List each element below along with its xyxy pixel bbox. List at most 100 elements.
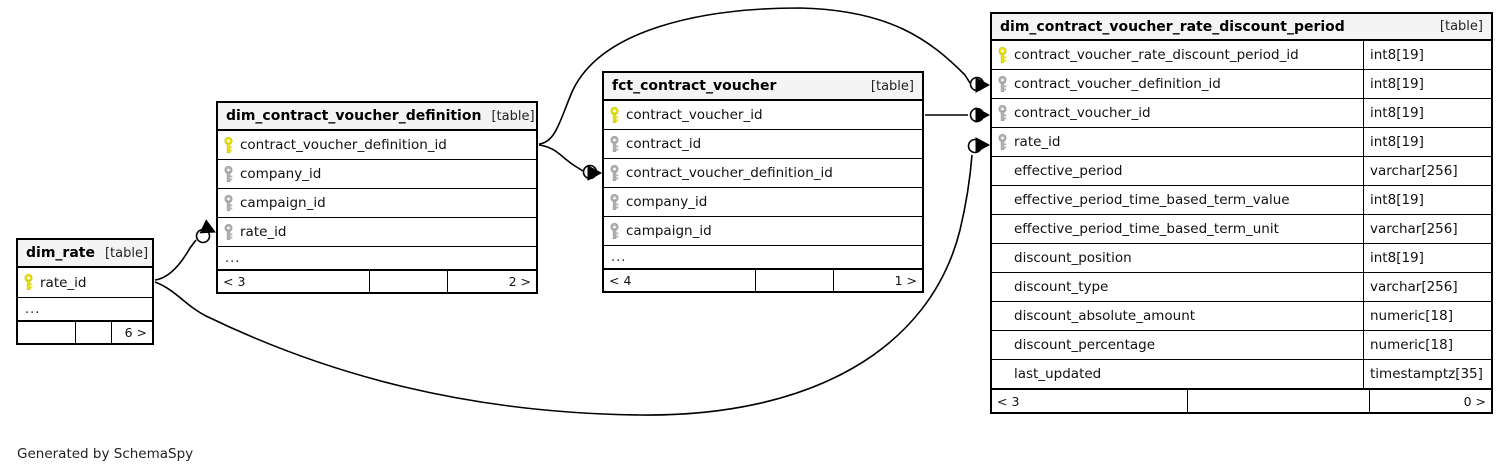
table-dim-contract-voucher-rate-discount-period[interactable]: dim_contract_voucher_rate_discount_perio… bbox=[990, 12, 1493, 414]
column-row[interactable]: effective_period varchar[256] bbox=[992, 157, 1491, 186]
column-type: int8[19] bbox=[1363, 99, 1491, 127]
column-row[interactable]: effective_period_time_based_term_unit va… bbox=[992, 215, 1491, 244]
more-columns-indicator: ... bbox=[604, 246, 922, 269]
edge-nub-fct-discount bbox=[969, 107, 985, 123]
column-row[interactable]: contract_voucher_definition_id bbox=[604, 159, 922, 188]
primary-key-icon bbox=[218, 131, 238, 159]
column-name: rate_id bbox=[40, 274, 87, 291]
column-name: effective_period_time_based_term_value bbox=[1014, 192, 1290, 208]
table-tag: [table] bbox=[1439, 19, 1483, 34]
column-row[interactable]: rate_id int8[19] bbox=[992, 128, 1491, 157]
column-name: discount_percentage bbox=[1014, 337, 1156, 353]
column-name: discount_absolute_amount bbox=[1014, 308, 1196, 324]
primary-key-icon bbox=[18, 268, 38, 297]
column-type: numeric[18] bbox=[1363, 302, 1491, 330]
column-type: int8[19] bbox=[1363, 244, 1491, 272]
column-name: effective_period bbox=[1014, 163, 1123, 179]
column-row[interactable]: discount_percentage numeric[18] bbox=[992, 331, 1491, 360]
column-row[interactable]: contract_voucher_definition_id int8[19] bbox=[992, 70, 1491, 99]
column-row[interactable]: effective_period_time_based_term_value i… bbox=[992, 186, 1491, 215]
column-type: timestamptz[35] bbox=[1363, 360, 1491, 388]
footer-children-count: 0 > bbox=[1463, 393, 1486, 409]
column-type: varchar[256] bbox=[1363, 215, 1491, 243]
table-header-dim-contract-voucher-rate-discount-period: dim_contract_voucher_rate_discount_perio… bbox=[992, 14, 1491, 41]
crowfoot-rate-discount bbox=[975, 137, 990, 153]
column-name: contract_voucher_id bbox=[626, 107, 763, 123]
no-key-spacer bbox=[992, 157, 1012, 185]
column-row[interactable]: last_updated timestamptz[35] bbox=[992, 360, 1491, 389]
table-footer-fct-contract-voucher: < 4 1 > bbox=[604, 269, 922, 291]
column-row[interactable]: rate_id bbox=[18, 268, 152, 298]
column-name: discount_type bbox=[1014, 279, 1109, 295]
column-row[interactable]: discount_type varchar[256] bbox=[992, 273, 1491, 302]
foreign-key-icon bbox=[604, 130, 624, 158]
table-header-dim-rate: dim_rate [table] bbox=[18, 240, 152, 268]
more-columns-indicator: ... bbox=[218, 247, 536, 270]
column-row[interactable]: rate_id bbox=[218, 218, 536, 247]
column-row[interactable]: discount_absolute_amount numeric[18] bbox=[992, 302, 1491, 331]
no-key-spacer bbox=[992, 273, 1012, 301]
footer-parents-count: < 3 bbox=[218, 271, 370, 292]
column-name: company_id bbox=[626, 194, 708, 210]
footer-middle bbox=[1188, 390, 1370, 412]
edge-nub-def-fct bbox=[582, 164, 598, 180]
footer-children-count: 1 > bbox=[894, 273, 917, 288]
crowfoot-def-fct bbox=[587, 165, 602, 181]
edge-rate-to-def bbox=[154, 239, 197, 281]
footer-middle bbox=[370, 271, 448, 292]
column-type: numeric[18] bbox=[1363, 331, 1491, 359]
column-name: contract_voucher_definition_id bbox=[1014, 76, 1221, 92]
table-fct-contract-voucher[interactable]: fct_contract_voucher [table] contract_vo… bbox=[602, 71, 924, 293]
column-row[interactable]: contract_voucher_definition_id bbox=[218, 131, 536, 160]
foreign-key-icon bbox=[218, 189, 238, 217]
edge-nub-rate-discount bbox=[967, 138, 983, 154]
column-row[interactable]: campaign_id bbox=[604, 217, 922, 246]
foreign-key-icon bbox=[604, 188, 624, 216]
crowfoot-fct-discount bbox=[975, 107, 990, 123]
table-footer-dim-contract-voucher-rate-discount-period: < 3 0 > bbox=[992, 389, 1491, 412]
column-name: last_updated bbox=[1014, 366, 1102, 382]
generated-by-credit: Generated by SchemaSpy bbox=[17, 446, 194, 462]
column-row[interactable]: campaign_id bbox=[218, 189, 536, 218]
column-row[interactable]: contract_voucher_id int8[19] bbox=[992, 99, 1491, 128]
column-row[interactable]: company_id bbox=[218, 160, 536, 189]
table-name: dim_contract_voucher_rate_discount_perio… bbox=[1000, 18, 1345, 35]
no-key-spacer bbox=[992, 302, 1012, 330]
column-row[interactable]: contract_voucher_rate_discount_period_id… bbox=[992, 41, 1491, 70]
no-key-spacer bbox=[992, 331, 1012, 359]
column-row[interactable]: discount_position int8[19] bbox=[992, 244, 1491, 273]
footer-parents-count bbox=[18, 322, 76, 343]
column-type: int8[19] bbox=[1363, 70, 1491, 98]
primary-key-icon bbox=[604, 101, 624, 129]
column-name: discount_position bbox=[1014, 250, 1132, 266]
footer-parents-count: < 3 bbox=[992, 390, 1188, 412]
column-row[interactable]: contract_voucher_id bbox=[604, 101, 922, 130]
column-type: varchar[256] bbox=[1363, 157, 1491, 185]
table-tag: [table] bbox=[870, 78, 914, 94]
column-name: effective_period_time_based_term_unit bbox=[1014, 221, 1279, 237]
footer-middle bbox=[76, 322, 112, 343]
column-name: company_id bbox=[240, 166, 322, 182]
edge-nub-rate-def bbox=[195, 228, 211, 244]
table-dim-contract-voucher-definition[interactable]: dim_contract_voucher_definition [table] … bbox=[216, 101, 538, 294]
column-type: int8[19] bbox=[1363, 128, 1491, 156]
column-name: campaign_id bbox=[240, 195, 326, 211]
table-name: dim_rate bbox=[26, 245, 95, 261]
column-row[interactable]: company_id bbox=[604, 188, 922, 217]
column-row[interactable]: contract_id bbox=[604, 130, 922, 159]
table-tag: [table] bbox=[104, 245, 149, 261]
column-name: contract_voucher_id bbox=[1014, 105, 1151, 121]
more-columns-indicator: ... bbox=[18, 298, 152, 321]
table-dim-rate[interactable]: dim_rate [table] rate_id ... 6 > bbox=[16, 238, 154, 345]
column-name: rate_id bbox=[1014, 134, 1061, 150]
table-footer-dim-rate: 6 > bbox=[18, 321, 152, 343]
footer-parents-count: < 4 bbox=[604, 270, 756, 291]
no-key-spacer bbox=[992, 360, 1012, 388]
column-name: contract_voucher_definition_id bbox=[626, 165, 833, 181]
no-key-spacer bbox=[992, 186, 1012, 214]
column-name: campaign_id bbox=[626, 223, 712, 239]
foreign-key-icon bbox=[218, 160, 238, 188]
table-footer-dim-contract-voucher-definition: < 3 2 > bbox=[218, 270, 536, 292]
column-type: varchar[256] bbox=[1363, 273, 1491, 301]
